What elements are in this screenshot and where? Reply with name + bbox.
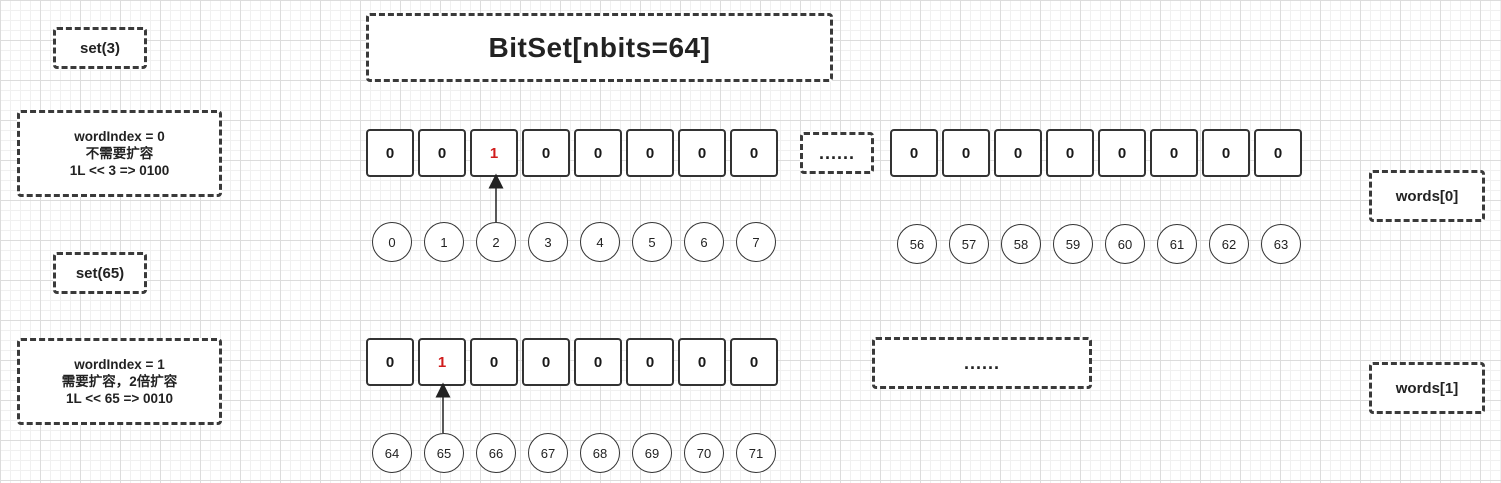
bit-index-circle: 69 [632,433,672,473]
bit-index-circle: 60 [1105,224,1145,264]
bit-cell: 1 [470,129,518,177]
bit-index-circle: 57 [949,224,989,264]
bit-index-circle: 66 [476,433,516,473]
words-0-label: words[0] [1369,170,1485,222]
bit-index-circle: 0 [372,222,412,262]
set-3-label: set(3) [53,27,147,69]
info-line: 需要扩容，2倍扩容 [61,374,178,389]
bit-cell: 0 [1254,129,1302,177]
bit-cell: 0 [522,338,570,386]
bit-cell: 0 [994,129,1042,177]
bit-index-circle: 68 [580,433,620,473]
bit-cell: 0 [730,129,778,177]
bit-cell: 0 [522,129,570,177]
bit-index-circle: 56 [897,224,937,264]
bit-cell: 0 [890,129,938,177]
bit-cell: 0 [366,129,414,177]
bit-index-circle: 61 [1157,224,1197,264]
bit-index-circle: 64 [372,433,412,473]
bit-cell: 0 [730,338,778,386]
bit-index-circle: 4 [580,222,620,262]
set-65-label: set(65) [53,252,147,294]
set-3-info-box: wordIndex = 0 不需要扩容 1L << 3 => 0100 [17,110,222,197]
bit-cell: 0 [418,129,466,177]
bit-index-circle: 5 [632,222,672,262]
info-line: 1L << 3 => 0100 [69,163,170,178]
bit-cell: 0 [1098,129,1146,177]
bit-index-circle: 59 [1053,224,1093,264]
word1-ellipsis: ...... [872,337,1092,389]
bit-index-circle: 58 [1001,224,1041,264]
bit-index-circle: 2 [476,222,516,262]
bit-cell: 0 [626,338,674,386]
bit-index-circle: 71 [736,433,776,473]
bit-index-circle: 70 [684,433,724,473]
bit-index-circle: 67 [528,433,568,473]
info-line: 不需要扩容 [85,146,154,161]
set-65-info-box: wordIndex = 1 需要扩容，2倍扩容 1L << 65 => 0010 [17,338,222,425]
bit-cell: 0 [1046,129,1094,177]
bit-index-circle: 65 [424,433,464,473]
bit-cell: 0 [366,338,414,386]
word0-last-indices: 56 57 58 59 60 61 62 63 [897,224,1313,264]
info-line: wordIndex = 1 [74,357,165,372]
words-1-label: words[1] [1369,362,1485,414]
bit-cell: 0 [626,129,674,177]
bit-index-circle: 3 [528,222,568,262]
bit-cell: 0 [1202,129,1250,177]
bit-index-circle: 1 [424,222,464,262]
bit-index-circle: 62 [1209,224,1249,264]
bit-index-circle: 6 [684,222,724,262]
info-line: wordIndex = 0 [74,129,165,144]
bit-cell: 0 [574,338,622,386]
bit-cell: 0 [470,338,518,386]
bit-cell: 0 [574,129,622,177]
info-line: 1L << 65 => 0010 [65,391,174,406]
bit-cell: 1 [418,338,466,386]
word1-first-indices: 64 65 66 67 68 69 70 71 [372,433,788,473]
word0-ellipsis: ...... [800,132,874,174]
bitset-title: BitSet[nbits=64] [366,13,833,82]
bit-index-circle: 7 [736,222,776,262]
bit-index-circle: 63 [1261,224,1301,264]
bit-cell: 0 [1150,129,1198,177]
bit-cell: 0 [678,129,726,177]
bit-cell: 0 [678,338,726,386]
bit-cell: 0 [942,129,990,177]
